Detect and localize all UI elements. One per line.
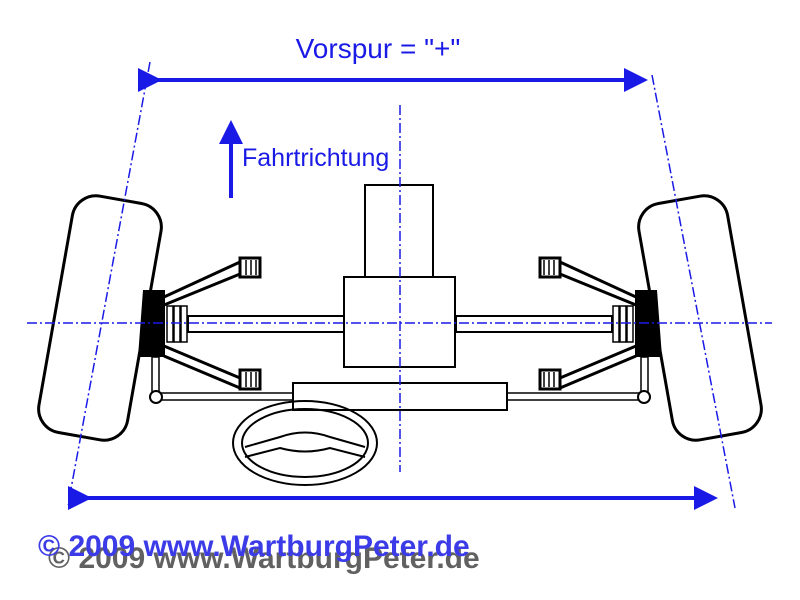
toe-label: Vorspur = "+" (296, 33, 461, 64)
engine-block (364, 184, 434, 278)
center-lines (27, 61, 772, 509)
copyright-watermark: © 2009 www.WartburgPeter.de (38, 530, 470, 563)
steering-wheel (232, 400, 378, 486)
direction-label: Fahrtrichtung (242, 144, 389, 172)
